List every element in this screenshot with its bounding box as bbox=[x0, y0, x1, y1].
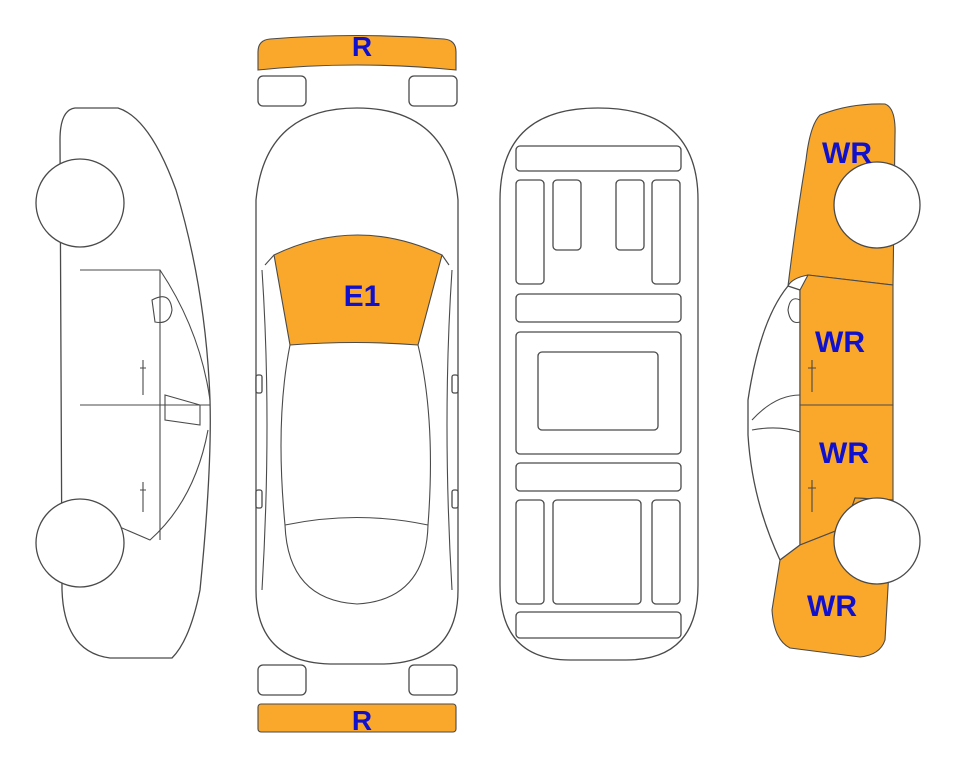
right-rear-wheel bbox=[833, 497, 921, 585]
rear-bumper bbox=[257, 703, 457, 733]
rear-bumper-label: R bbox=[352, 705, 372, 736]
front-bumper bbox=[257, 34, 457, 71]
right-rear-door-label: WR bbox=[819, 437, 869, 470]
right-side-view bbox=[747, 103, 921, 658]
top-view bbox=[255, 34, 459, 733]
left-rear-wheel bbox=[35, 498, 125, 588]
front-light-right bbox=[408, 75, 458, 107]
rear-light-right bbox=[408, 664, 458, 696]
front-bumper-label: R bbox=[352, 31, 372, 62]
right-rear-quarter-label: WR bbox=[807, 590, 857, 623]
left-front-wheel bbox=[35, 158, 125, 248]
right-front-wheel bbox=[833, 161, 921, 249]
front-light-left bbox=[257, 75, 307, 107]
left-side-view bbox=[35, 107, 211, 659]
right-front-door-label: WR bbox=[815, 326, 865, 359]
car-body-top bbox=[255, 107, 459, 665]
rear-light-left bbox=[257, 664, 307, 696]
underside-view bbox=[499, 107, 699, 661]
windshield-label: E1 bbox=[344, 280, 381, 313]
right-front-fender-label: WR bbox=[822, 137, 872, 170]
